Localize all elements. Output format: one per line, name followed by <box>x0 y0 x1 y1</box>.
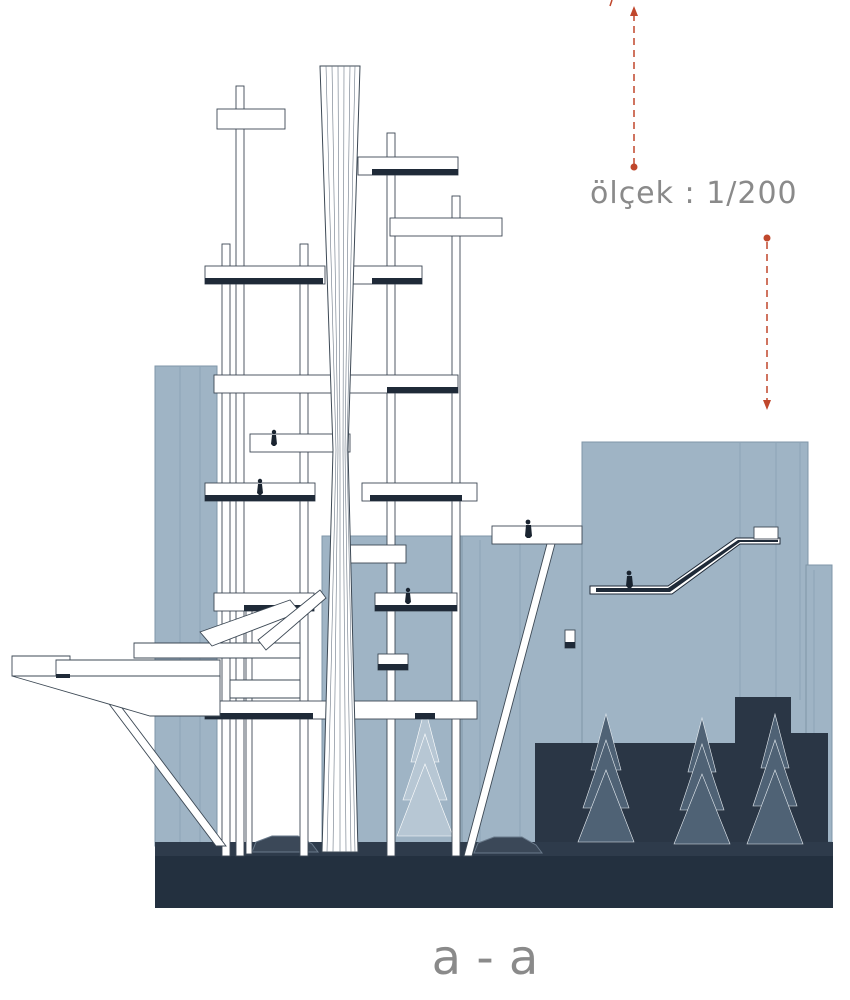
trees <box>396 706 804 845</box>
car-icon <box>473 836 543 854</box>
cantilever-ramps <box>11 589 327 717</box>
dimension-arrow-top <box>609 0 638 171</box>
tree-icon <box>396 706 454 837</box>
people <box>257 429 633 604</box>
dimension-arrow-bottom <box>763 234 771 410</box>
person-icon <box>271 429 277 446</box>
tree-icon <box>746 712 804 845</box>
right-stair <box>564 526 781 649</box>
scale-label: ölçek : 1/200 <box>590 176 798 211</box>
section-title: a - a <box>431 930 539 986</box>
person-icon <box>626 570 633 588</box>
person-icon <box>405 587 411 604</box>
person-icon <box>257 478 263 495</box>
central-tower <box>319 65 361 853</box>
tree-icon <box>673 716 731 845</box>
person-icon <box>525 519 532 538</box>
tree-icon <box>577 712 635 843</box>
